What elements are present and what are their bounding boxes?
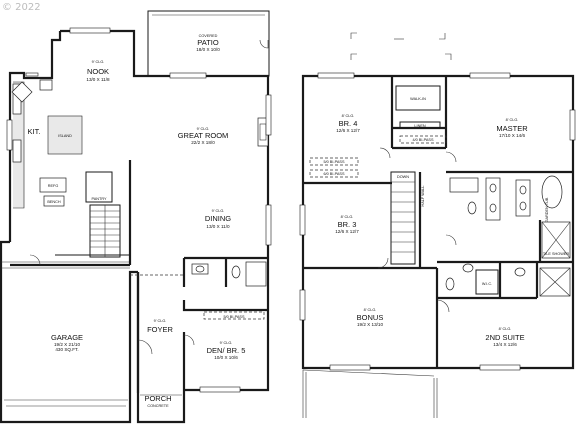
svg-text:W.I.C.: W.I.C. (482, 282, 492, 286)
main-west-wall (8, 31, 62, 242)
svg-text:22/2 X 18/0: 22/2 X 18/0 (191, 140, 215, 145)
svg-text:9' CLG.: 9' CLG. (92, 60, 105, 64)
den-north-wall (182, 300, 268, 312)
half-wall-label: HALF WALL (421, 186, 425, 207)
svg-text:6/0 BI-PASS: 6/0 BI-PASS (323, 172, 345, 176)
svg-text:PATIO: PATIO (197, 38, 219, 47)
svg-text:COVERED: COVERED (199, 34, 218, 38)
svg-text:CONCRETE: CONCRETE (147, 404, 169, 408)
svg-text:19/2 X 13/10: 19/2 X 13/10 (357, 322, 383, 327)
svg-text:FOYER: FOYER (147, 325, 173, 334)
svg-text:19/2 X 21/10: 19/2 X 21/10 (54, 342, 80, 347)
hall-toilet (467, 201, 477, 215)
svg-text:5/0 BI-PASS: 5/0 BI-PASS (223, 315, 245, 319)
upper-stair: DOWN (390, 171, 416, 265)
main-east-wall (60, 29, 270, 392)
svg-text:NOOK: NOOK (87, 67, 109, 76)
dining-label: 9' CLG. DINING 13/0 X 11/0 (205, 209, 231, 229)
powder-toilet (231, 265, 241, 279)
kitchen-label: KIT. (28, 127, 41, 136)
covered-patio-label: COVERED PATIO 18/0 X 10/0 (196, 34, 220, 52)
garage-wall (0, 240, 138, 424)
garage-label: GARAGE 19/2 X 21/10 430 SQ.FT. (51, 333, 83, 352)
suite-sink (462, 263, 474, 273)
laundry (245, 261, 267, 287)
suite-toilet (445, 277, 455, 291)
upper-floor-plan: DOWN HALF WALL 5/0 BI-PASS 6/0 BI-PASS 4… (299, 32, 576, 418)
master-label: 8' CLG. MASTER 17/10 X 14/6 (496, 118, 528, 138)
svg-text:13/0 X 11/8: 13/0 X 11/8 (86, 77, 110, 82)
br3-closet (309, 169, 359, 178)
svg-text:DOWN: DOWN (397, 175, 409, 179)
svg-text:13/4 X 12/6: 13/4 X 12/6 (493, 342, 517, 347)
svg-text:8' CLG.: 8' CLG. (341, 215, 354, 219)
svg-text:13/0 X 11/0: 13/0 X 11/0 (206, 224, 230, 229)
foyer-label: 9' CLG. FOYER (147, 319, 173, 334)
svg-text:18/0 X 10/0: 18/0 X 10/0 (196, 47, 220, 52)
svg-text:8' CLG.: 8' CLG. (499, 327, 512, 331)
svg-text:5/0 BI-PASS: 5/0 BI-PASS (323, 160, 345, 164)
svg-text:9' CLG.: 9' CLG. (220, 341, 233, 345)
svg-text:DINING: DINING (205, 214, 231, 223)
svg-text:PORCH: PORCH (144, 394, 171, 403)
great-room-label: 9' CLG. GREAT ROOM 22/2 X 18/0 (178, 127, 229, 145)
corner-sink (11, 81, 33, 103)
second-suite-label: 8' CLG. 2ND SUITE 13/4 X 12/6 (485, 327, 524, 347)
svg-text:BENCH: BENCH (47, 200, 61, 204)
watermark-text: © 2022 (2, 2, 41, 13)
svg-text:MASTER: MASTER (496, 124, 528, 133)
svg-text:GARAGE: GARAGE (51, 333, 83, 342)
refrigerator (39, 177, 67, 193)
svg-text:12/6 X 12/7: 12/6 X 12/7 (336, 128, 360, 133)
hall-vanity (485, 177, 501, 221)
wic-outline (475, 269, 499, 295)
main-stair (89, 204, 121, 258)
svg-text:8' CLG.: 8' CLG. (342, 114, 355, 118)
svg-text:17/10 X 14/6: 17/10 X 14/6 (499, 133, 525, 138)
svg-text:DEN/ BR. 5: DEN/ BR. 5 (207, 346, 246, 355)
svg-text:REFG: REFG (48, 184, 59, 188)
island-label: ISLAND (58, 134, 72, 138)
svg-text:PANTRY: PANTRY (91, 197, 107, 201)
island-counter (47, 115, 83, 155)
br3-label: 8' CLG. BR. 3 12/6 X 12/7 (335, 215, 359, 234)
nook-label: 9' CLG. NOOK 13/0 X 11/8 (86, 60, 110, 82)
svg-text:9' CLG.: 9' CLG. (154, 319, 167, 323)
porch-label: PORCH CONCRETE (144, 394, 171, 408)
svg-text:4/0 BI-PASS: 4/0 BI-PASS (412, 138, 434, 142)
hall-closet (399, 135, 447, 144)
svg-text:WALK-IN: WALK-IN (410, 97, 426, 101)
bonus-label: 8' CLG. BONUS 19/2 X 13/10 (357, 308, 384, 327)
svg-text:TILE SHOWER: TILE SHOWER (543, 252, 569, 256)
svg-text:8' CLG.: 8' CLG. (364, 308, 377, 312)
main-floor-plan: ISLAND REFG BENCH PANTRY 5/0 BI (0, 10, 272, 424)
svg-text:8' CLG.: 8' CLG. (506, 118, 519, 122)
bench (43, 195, 65, 207)
svg-text:9' CLG.: 9' CLG. (212, 209, 225, 213)
br4-closet (309, 157, 359, 166)
hall-tub (449, 177, 479, 193)
master-vanity (515, 179, 531, 217)
svg-text:430 SQ.FT.: 430 SQ.FT. (55, 347, 78, 352)
svg-text:BR. 3: BR. 3 (338, 220, 357, 229)
sink-fixture (12, 139, 22, 163)
den-closet (203, 311, 265, 320)
br4-label: 8' CLG. BR. 4 12/6 X 12/7 (336, 114, 360, 133)
svg-text:LINEN: LINEN (414, 124, 425, 128)
svg-text:GARDEN TUB: GARDEN TUB (545, 197, 549, 222)
svg-text:12/6 X 12/7: 12/6 X 12/7 (335, 229, 359, 234)
den-label: 9' CLG. DEN/ BR. 5 10/0 X 10/6 (207, 341, 246, 360)
svg-text:10/0 X 10/6: 10/0 X 10/6 (214, 355, 238, 360)
svg-text:9' CLG.: 9' CLG. (197, 127, 210, 131)
svg-text:BR. 4: BR. 4 (339, 119, 358, 128)
svg-text:GREAT ROOM: GREAT ROOM (178, 131, 229, 140)
svg-text:2ND SUITE: 2ND SUITE (485, 333, 524, 342)
garden-tub (541, 175, 563, 209)
pantry-outline (85, 171, 113, 203)
linen-closet (399, 121, 441, 129)
svg-text:BONUS: BONUS (357, 313, 384, 322)
walk-in-closet (395, 85, 441, 111)
